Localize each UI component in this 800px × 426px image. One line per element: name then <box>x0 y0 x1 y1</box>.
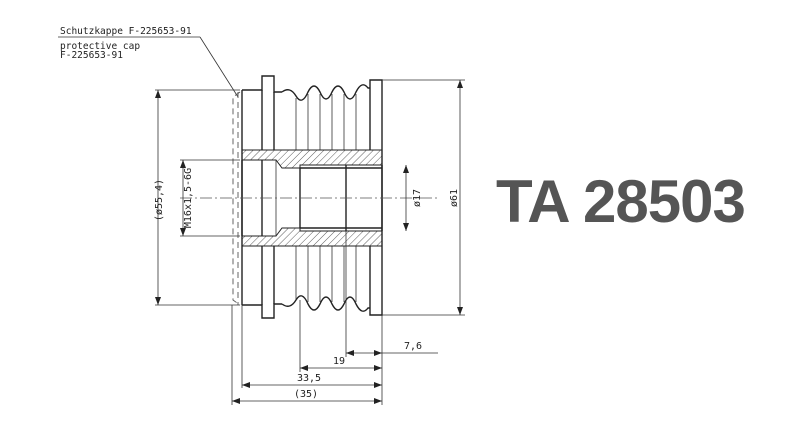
width-7-6-label: 7,6 <box>404 341 422 352</box>
pulley-body <box>241 75 383 319</box>
hub-section <box>241 149 383 247</box>
width-33-5-label: 33,5 <box>297 373 321 384</box>
callout-leader <box>199 36 239 98</box>
dim-width-35: (35) <box>232 389 382 404</box>
callout-line-1: Schutzkappe F-225653-91 <box>60 26 192 37</box>
dim-width-19: 19 <box>300 356 382 371</box>
part-number-title: TA 28503 <box>496 168 746 235</box>
protective-cap <box>232 91 241 306</box>
protective-cap-callout: Schutzkappe F-225653-91 protective cap F… <box>58 26 239 98</box>
dim-width-33-5: 33,5 <box>242 373 382 388</box>
dim-thread: M16x1,5-6G <box>180 160 194 236</box>
bore-diameter-label: ø17 <box>412 189 423 207</box>
callout-line-2: protective cap <box>60 41 140 52</box>
dim-groove-diameter: (ø55,4) <box>154 90 165 305</box>
groove-diameter-label: (ø55,4) <box>154 179 165 221</box>
dim-bore-diameter: ø17 <box>403 165 423 231</box>
extension-lines <box>155 79 465 405</box>
dim-width-7-6: 7,6 <box>346 341 438 356</box>
dim-outer-diameter: ø61 <box>449 80 463 315</box>
callout-line-3: F-225653-91 <box>60 50 123 61</box>
thread-label: M16x1,5-6G <box>183 168 194 228</box>
width-35-label: (35) <box>294 389 318 400</box>
width-19-label: 19 <box>333 356 345 367</box>
outer-diameter-label: ø61 <box>449 189 460 207</box>
